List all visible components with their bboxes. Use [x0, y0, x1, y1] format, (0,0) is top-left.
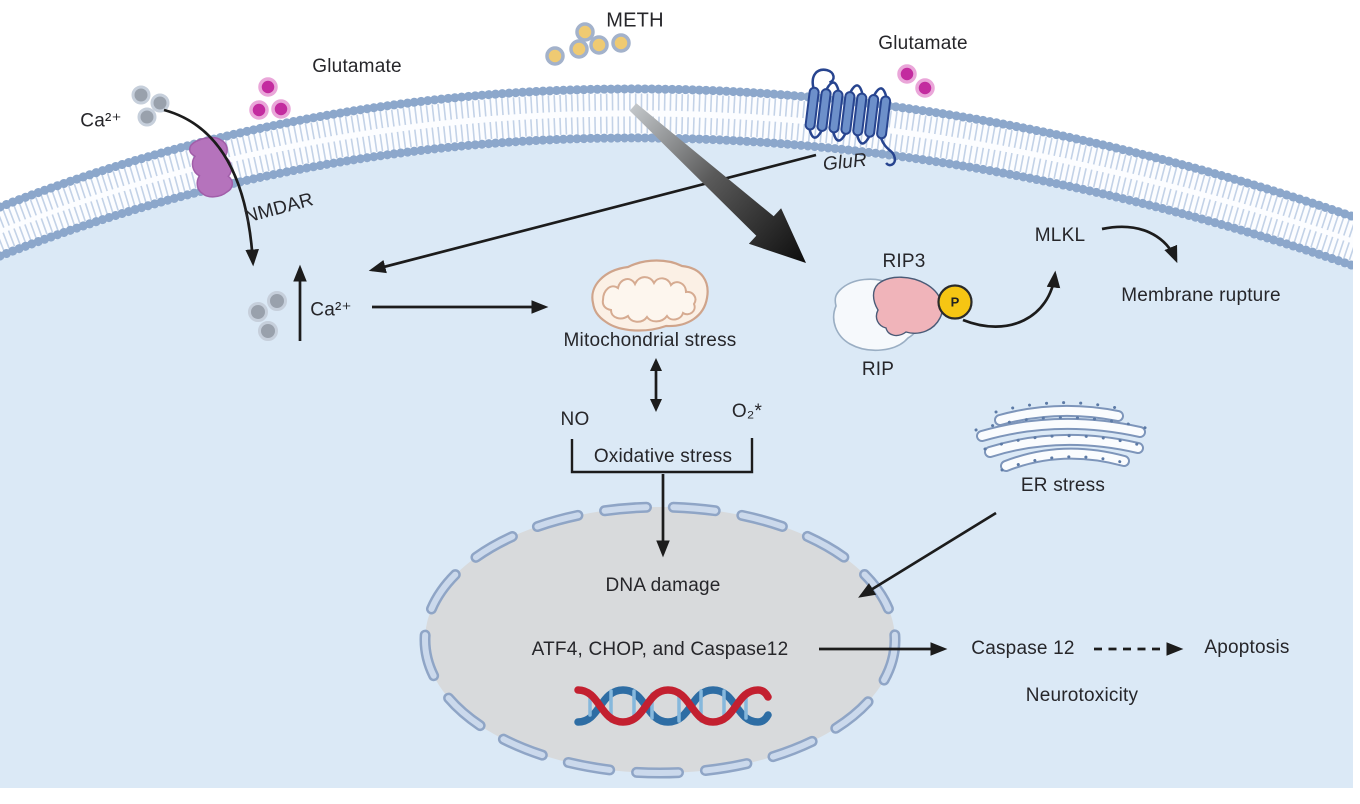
- oxidative-stress-label: Oxidative stress: [593, 446, 733, 467]
- neurotoxicity-label: Neurotoxicity: [1025, 685, 1139, 706]
- mitochondrial-stress-label: Mitochondrial stress: [563, 330, 737, 351]
- arrows: [163, 108, 1184, 656]
- arrow-meth-entry: [629, 103, 806, 263]
- glutamate-molecules-right-icon: [897, 64, 935, 98]
- rip-label: RIP: [861, 359, 895, 380]
- cell-interior: [0, 139, 1360, 788]
- arrow-ca-influx: [163, 108, 259, 267]
- calcium-ions-extracellular-icon: [131, 85, 170, 127]
- membrane-rupture-label: Membrane rupture: [1121, 285, 1281, 306]
- cell-membrane: [0, 84, 1360, 273]
- oxidative-stress-bracket: [570, 438, 754, 474]
- apoptosis-label: Apoptosis: [1204, 637, 1290, 658]
- glutamate-molecules-left-icon: [249, 77, 291, 120]
- no-label: NO: [560, 409, 590, 430]
- rip3-protein-icon: [872, 276, 944, 337]
- calcium-ions-intracellular-icon: [248, 291, 287, 341]
- glur-receptor-icon: [804, 68, 897, 167]
- caspase12-label: Caspase 12: [971, 638, 1075, 659]
- arrow-er-to-nucleus: [858, 511, 997, 598]
- phosphate-icon: [937, 284, 973, 320]
- meth-molecules-icon: [545, 22, 631, 66]
- meth-label: METH: [606, 9, 664, 32]
- arrow-p-to-mlkl: [962, 270, 1061, 328]
- arrow-glur-to-ca: [368, 153, 817, 274]
- dna-helix-icon: [574, 686, 772, 726]
- rip3-label: RIP3: [882, 251, 926, 272]
- frame-bottom: [0, 788, 1360, 804]
- glur-label: GluR: [821, 149, 868, 176]
- phosphate-label: P: [950, 294, 960, 310]
- mitochondrion-icon: [591, 259, 709, 332]
- mlkl-label: MLKL: [1034, 225, 1086, 246]
- superoxide-label: O₂*: [731, 401, 763, 422]
- ca-intracellular-label: Ca²⁺: [310, 299, 352, 321]
- arrow-mlkl-to-rupture: [1101, 225, 1178, 264]
- dna-damage-label: DNA damage: [605, 575, 721, 596]
- er-stress-label: ER stress: [1020, 475, 1106, 496]
- glutamate-right-label: Glutamate: [878, 33, 968, 54]
- frame-right: [1353, 0, 1360, 804]
- glutamate-left-label: Glutamate: [312, 56, 402, 77]
- atf4-chop-caspase12-label: ATF4, CHOP, and Caspase12: [531, 639, 789, 660]
- ca-extracellular-label: Ca²⁺: [80, 110, 122, 132]
- nucleus-shape: [419, 501, 901, 779]
- er-icon: [974, 401, 1148, 472]
